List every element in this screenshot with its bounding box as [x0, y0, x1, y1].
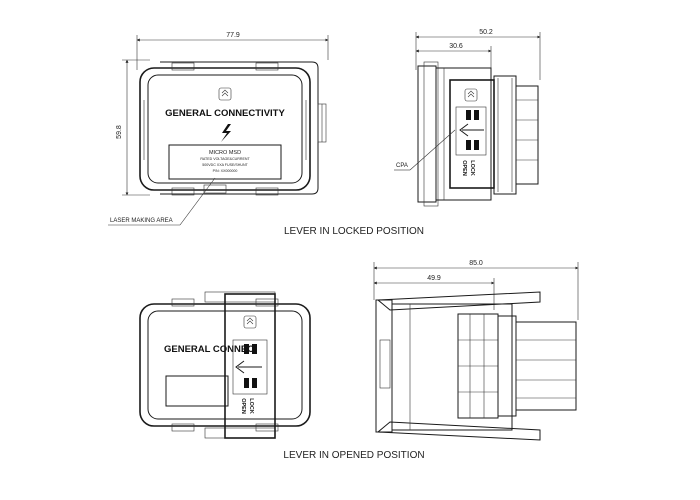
cpa-label: CPA	[396, 163, 408, 169]
dimension-width-label: 77.9	[226, 32, 240, 39]
locked-front-view: 77.9 59.8 GENERAL CONNECTIVITY MICRO MSD…	[108, 32, 329, 226]
opened-width-label: 85.0	[469, 260, 483, 267]
spec-line: 500VDC XXA FUSE/SHUNT	[202, 163, 248, 167]
lock-mark: LOCK	[469, 160, 475, 176]
side-width-label: 50.2	[479, 29, 493, 36]
open-mark-opened: OPEN	[240, 398, 246, 414]
caption-opened: LEVER IN OPENED POSITION	[283, 450, 424, 461]
high-voltage-icon	[221, 124, 231, 142]
brand-logo-icon	[218, 87, 232, 101]
laser-making-area-label: LASER MAKING AREA	[110, 218, 173, 224]
opened-lever-plate	[224, 293, 276, 439]
side-inner-label: 30.6	[449, 43, 463, 50]
rated-line: RATED VOLTAGE&CURRENT	[200, 157, 250, 161]
part-number: P/N: XX000000	[213, 169, 238, 173]
brand-name: GENERAL CONNECTIVITY	[165, 108, 285, 119]
open-mark: OPEN	[461, 160, 467, 176]
model-name: MICRO MSD	[209, 150, 241, 156]
locked-side-view: 50.2 30.6 LOCK OPEN CPA	[394, 29, 541, 207]
lock-mark-opened: LOCK	[248, 398, 254, 414]
laser-label-area	[168, 144, 282, 180]
housing-outline	[139, 67, 311, 191]
caption-locked: LEVER IN LOCKED POSITION	[284, 226, 424, 237]
opened-front-view: GENERAL CONNEC LOCK OPEN	[139, 291, 311, 439]
opened-side-view: 85.0 49.9	[373, 260, 579, 441]
dimension-height-label: 59.8	[116, 125, 123, 139]
brand-name-partial: GENERAL CONNEC	[164, 344, 254, 355]
opened-inner-label: 49.9	[427, 275, 441, 282]
